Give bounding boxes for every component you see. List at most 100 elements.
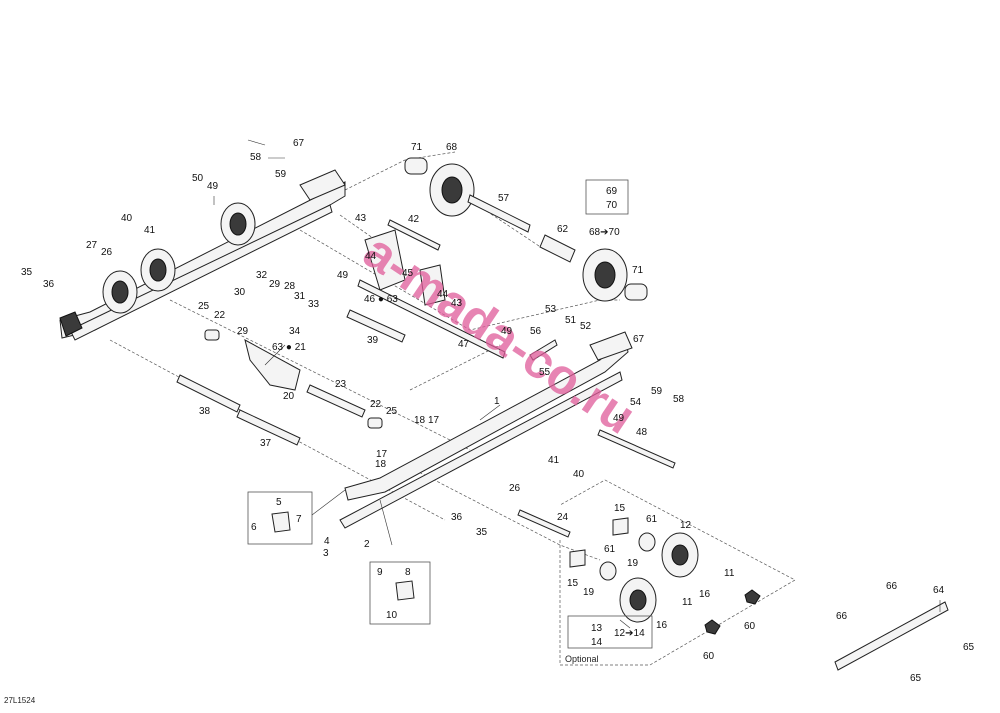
washer-61b	[599, 561, 617, 581]
callout: 71	[411, 142, 423, 153]
bracket-44b	[419, 264, 446, 306]
spacer-71b	[624, 283, 648, 301]
callout: 15	[614, 503, 626, 514]
optional-label: Optional	[565, 654, 599, 664]
shaft-55	[529, 339, 558, 361]
callout: 7	[296, 514, 302, 525]
callout: 12	[680, 520, 692, 531]
callout: 16	[656, 620, 668, 631]
callout: 66	[886, 581, 898, 592]
callout: 25	[198, 301, 210, 312]
detail-boxes	[247, 179, 653, 649]
callout: 8	[405, 567, 411, 578]
shaft-39	[346, 309, 406, 343]
callout-labels: 67 58 59 50 49 40 41 27 26 35 36 71 68 5…	[21, 138, 975, 684]
rail-bracket-front	[589, 331, 633, 361]
callout: 46 ● 63	[364, 294, 398, 305]
center-bracket-assembly	[176, 219, 506, 446]
rail-1	[344, 337, 629, 501]
leader-lines	[213, 139, 941, 629]
callout: 63 ● 21	[272, 342, 306, 353]
rail-bracket-rear	[299, 169, 346, 201]
spacer-22b	[367, 417, 383, 429]
callout: 20	[283, 391, 295, 402]
callout: 53	[545, 304, 557, 315]
callout: 47	[458, 339, 470, 350]
callout: 17	[428, 415, 440, 426]
callout: 9	[377, 567, 383, 578]
callout: 31	[294, 291, 306, 302]
callout: 16	[699, 589, 711, 600]
callout: 54	[630, 397, 642, 408]
bracket-44	[364, 229, 406, 291]
callout: 52	[580, 321, 592, 332]
callout: 36	[451, 512, 463, 523]
callout: 24	[557, 512, 569, 523]
callout: 56	[530, 326, 542, 337]
callout: 22	[214, 310, 226, 321]
callout: 66	[836, 611, 848, 622]
callout: 57	[498, 193, 510, 204]
callout: 42	[408, 214, 420, 225]
callout: 29	[269, 279, 281, 290]
detail-box-8-10	[369, 561, 431, 625]
upper-shaft-assembly	[404, 157, 648, 302]
callout: 58	[250, 152, 262, 163]
callout: 40	[121, 213, 133, 224]
main-rail-assembly	[339, 331, 676, 538]
shaft-37	[236, 409, 301, 446]
callout: 62	[557, 224, 569, 235]
shaft-42	[387, 219, 441, 251]
shaft-57	[467, 194, 531, 233]
shaft-23	[306, 384, 366, 418]
callout: 17	[376, 449, 388, 460]
callout: 48	[636, 427, 648, 438]
callout: 22	[370, 399, 382, 410]
callout: 11	[724, 568, 735, 579]
callout: 6	[251, 522, 257, 533]
callout: 71	[632, 265, 644, 276]
slider-64	[834, 601, 949, 671]
reference-code: 27L1524	[4, 696, 36, 705]
callout: 43	[355, 213, 367, 224]
optional-wheels	[569, 517, 761, 635]
detail-box-5-7	[247, 491, 313, 545]
callout: 51	[565, 315, 577, 326]
callout: 41	[144, 225, 156, 236]
callout: 36	[43, 279, 55, 290]
bracket-15a	[612, 517, 629, 536]
callout: 59	[651, 386, 663, 397]
callout: 18	[414, 415, 426, 426]
callout: 45	[402, 268, 414, 279]
callout: 60	[744, 621, 756, 632]
callout: 49	[337, 270, 349, 281]
callout: 68➔70	[589, 227, 620, 238]
callout: 29	[237, 326, 249, 337]
upper-rail-slider	[69, 204, 333, 341]
callout: 35	[21, 267, 33, 278]
callout: 27	[86, 240, 98, 251]
guide-lines	[109, 151, 796, 666]
callout: 59	[275, 169, 287, 180]
callout: 10	[386, 610, 398, 621]
shaft-38	[176, 374, 241, 413]
callout: 44	[365, 251, 377, 262]
callout: 60	[703, 651, 715, 662]
shaft-48	[597, 429, 676, 469]
bracket-15b	[569, 549, 586, 568]
callout: 50	[192, 173, 204, 184]
callout: 37	[260, 438, 272, 449]
callout: 68	[446, 142, 458, 153]
shaft-24	[517, 509, 571, 538]
callout: 41	[548, 455, 560, 466]
callout: 55	[539, 367, 551, 378]
callout: 65	[963, 642, 975, 653]
callout: 4	[324, 536, 330, 547]
callout: 61	[646, 514, 658, 525]
callout: 33	[308, 299, 320, 310]
callout: 49	[207, 181, 219, 192]
callout: 25	[386, 406, 398, 417]
callout: 38	[199, 406, 211, 417]
callout: 49	[501, 326, 513, 337]
callout: 11	[682, 597, 693, 608]
